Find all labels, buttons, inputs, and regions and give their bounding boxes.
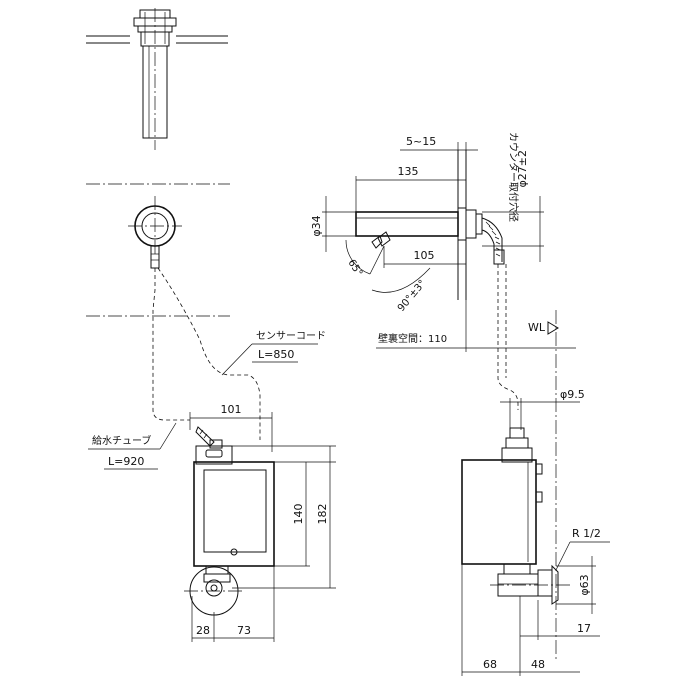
dim-5-15: 5~15 <box>400 135 478 156</box>
dim-phi9-5: φ9.5 <box>500 388 585 403</box>
wall-space: 壁裏空間：110 <box>376 300 576 352</box>
counter-hole-callout: カウンター取付穴径 φ27±2 <box>482 132 544 262</box>
dim-140-value: 140 <box>292 504 305 525</box>
dim-182-value: 182 <box>316 504 329 525</box>
counter-hole-dia-value: φ27±2 <box>516 150 529 187</box>
angle-65-label: 65° <box>345 258 364 279</box>
thread-label: R 1/2 <box>572 527 601 540</box>
dim-28-73: 28 73 <box>191 566 275 642</box>
dim-5-15-value: 5~15 <box>406 135 436 148</box>
dim-phi34-value: φ34 <box>310 215 323 236</box>
dim-28-value: 28 <box>196 624 210 637</box>
sensor-cord-label: センサーコード <box>256 330 326 342</box>
right-supply-tube <box>497 264 522 430</box>
sensor-cord-callout: センサーコード L=850 <box>221 330 326 376</box>
dim-phi34: φ34 <box>310 196 356 252</box>
dim-101: 101 <box>189 403 273 452</box>
spout-top-view <box>86 8 228 150</box>
wall-space-label: 壁裏空間：110 <box>378 332 447 345</box>
spout-ring-view <box>128 196 261 440</box>
dim-105-value: 105 <box>414 249 435 262</box>
supply-tube-length: L=920 <box>108 455 144 468</box>
dim-phi9-5-value: φ9.5 <box>560 388 585 401</box>
spout-side-view <box>355 150 505 300</box>
thread-callout: R 1/2 <box>555 527 610 571</box>
sensor-cord-length: L=850 <box>258 348 294 361</box>
supply-tube-callout: 給水チューブ L=920 <box>88 422 177 470</box>
dim-17: 17 <box>520 600 600 640</box>
dim-phi63-value: φ63 <box>578 574 591 595</box>
dim-68-value: 68 <box>483 658 497 671</box>
water-level-mark: WL <box>528 310 559 660</box>
control-unit-side <box>461 427 570 605</box>
dim-phi63: φ63 <box>556 556 596 614</box>
wl-label: WL <box>528 321 546 334</box>
dim-101-value: 101 <box>221 403 242 416</box>
dim-48-value: 48 <box>531 658 545 671</box>
dim-17-value: 17 <box>577 622 591 635</box>
supply-tube-label: 給水チューブ <box>92 434 151 447</box>
dim-135: 135 <box>355 165 466 212</box>
dim-140-182: 140 182 <box>232 445 336 589</box>
dim-73-value: 73 <box>237 624 251 637</box>
dim-68-48: 68 48 <box>461 564 580 676</box>
control-unit-front <box>184 426 275 616</box>
dim-135-value: 135 <box>398 165 419 178</box>
dim-105: 105 <box>383 246 466 268</box>
counter-hole-label: カウンター取付穴径 <box>507 132 520 222</box>
